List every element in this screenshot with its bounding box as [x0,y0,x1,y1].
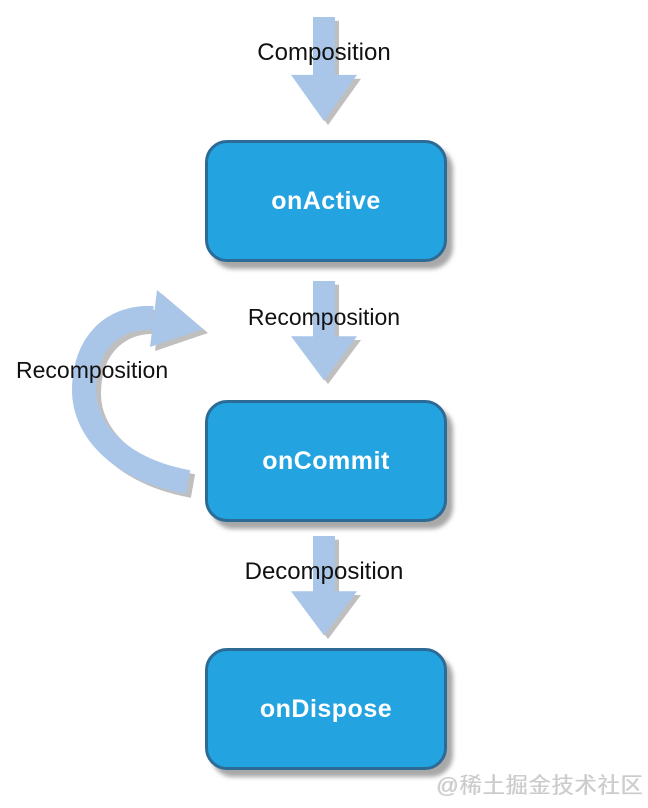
edge-label-decomposition: Decomposition [244,558,404,585]
edge-label-recomposition-loop: Recomposition [16,357,169,383]
arrow-down-decomposition-icon [291,536,361,640]
arrow-loop-recomposition-icon [71,290,208,498]
edge-label-recomposition: Recomposition [247,304,401,330]
node-onactive: onActive [205,140,447,262]
watermark: @稀土掘金技术社区 [436,773,644,798]
arrow-down-composition-icon [291,17,361,126]
node-ondispose-label: onDispose [259,694,393,723]
node-oncommit-label: onCommit [262,446,390,475]
arrow-down-recomposition-icon [291,281,361,385]
node-onactive-label: onActive [271,186,381,215]
edge-label-composition: Composition [257,39,391,66]
node-ondispose: onDispose [205,648,447,770]
node-oncommit: onCommit [205,400,447,522]
